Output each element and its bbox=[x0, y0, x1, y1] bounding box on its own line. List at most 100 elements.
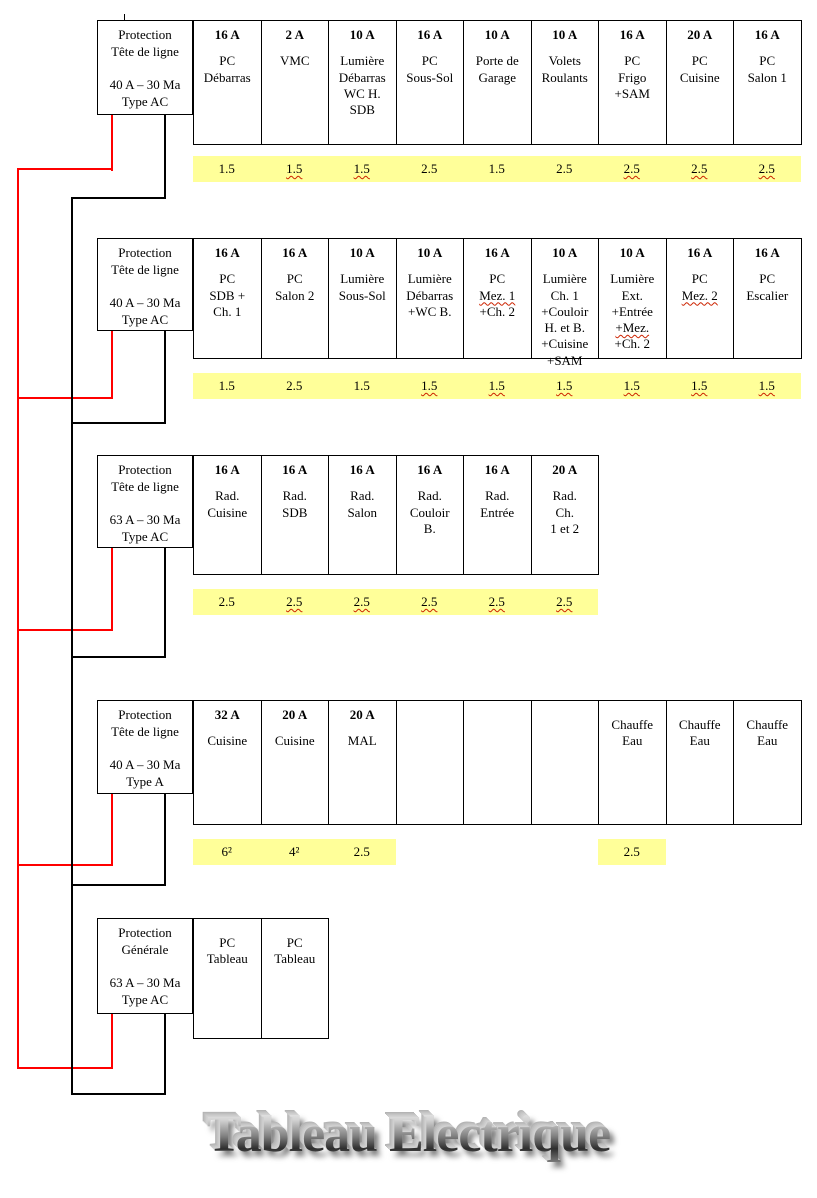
circuit-label-line: Débarras bbox=[203, 69, 251, 85]
circuit-cell bbox=[395, 700, 464, 825]
circuit-label-line: Mez. 1 bbox=[479, 287, 516, 303]
protection-line bbox=[98, 740, 192, 757]
wire-neutral-segment bbox=[164, 331, 166, 424]
circuit-amp: 16 A bbox=[417, 27, 443, 42]
wire-neutral-segment bbox=[71, 656, 166, 658]
title-text: Tableau Electrique bbox=[207, 1104, 611, 1166]
circuit-label-line: Eau bbox=[757, 733, 778, 749]
protection-line bbox=[98, 278, 192, 295]
circuit-label-line: Mez. 2 bbox=[681, 287, 718, 303]
circuit-label-line: +Ch. 2 bbox=[614, 336, 650, 352]
circuit-label-line: Débarras bbox=[338, 69, 386, 85]
circuit-label-line: Rad. bbox=[282, 488, 307, 504]
protection-line bbox=[98, 958, 192, 975]
circuit-amp: 16 A bbox=[417, 462, 443, 477]
gauge-value: 2.5 bbox=[556, 161, 573, 176]
gauge-value: 1.5 bbox=[488, 378, 505, 393]
wire-live-segment bbox=[17, 864, 113, 866]
circuit-label-line: PC bbox=[286, 935, 303, 950]
protection-line bbox=[98, 495, 192, 512]
protection-line: Type AC bbox=[121, 93, 169, 109]
protection-line: Protection bbox=[118, 27, 172, 42]
circuit-label-line: 1 et 2 bbox=[550, 520, 580, 536]
circuit-label-line: Salon 2 bbox=[275, 287, 315, 303]
circuit-label-line: Escalier bbox=[746, 287, 789, 303]
circuit-amp: 16 A bbox=[484, 462, 510, 477]
circuit-amp: 16 A bbox=[214, 462, 240, 477]
circuit-cell bbox=[530, 700, 599, 825]
circuit-amp: 20 A bbox=[552, 462, 578, 477]
diagram-title: Tableau Electrique Tableau Electrique bbox=[0, 1104, 817, 1166]
gauge-value: 1.5 bbox=[218, 161, 235, 176]
gauge-strip: 2.5 bbox=[598, 839, 666, 865]
circuit-label: VMC bbox=[262, 53, 329, 69]
circuit-amp: 10 A bbox=[349, 245, 375, 260]
circuit-label-line: +SAM bbox=[546, 352, 583, 368]
circuit-label-line: PC bbox=[691, 53, 708, 69]
wire-live-segment bbox=[17, 397, 113, 399]
wire-neutral-segment bbox=[164, 548, 166, 658]
circuit-label-line: WC H. bbox=[343, 85, 381, 101]
circuit-label-line: Sous-Sol bbox=[338, 287, 386, 303]
circuit-label: Rad.Entrée bbox=[464, 488, 531, 521]
wire-neutral-bus bbox=[71, 197, 73, 1095]
circuit-label-line: Tableau bbox=[274, 951, 316, 967]
circuit-label-line: Ch. 1 bbox=[550, 287, 579, 303]
circuit-label-line: Lumière bbox=[340, 271, 385, 287]
gauge-value: 1.5 bbox=[623, 378, 640, 393]
circuit-label-line: Sous-Sol bbox=[406, 69, 454, 85]
circuit-amp: 10 A bbox=[619, 245, 645, 260]
protection-line: 40 A – 30 Ma bbox=[109, 756, 181, 772]
circuit-label-line: SDB + bbox=[209, 287, 246, 303]
gauge-value: 2.5 bbox=[353, 844, 370, 859]
gauge-value: 2.5 bbox=[218, 594, 235, 609]
circuit-label-line: Ext. bbox=[621, 287, 643, 303]
circuit-label-line: Ch. bbox=[555, 504, 574, 520]
circuit-label: Cuisine bbox=[262, 733, 329, 749]
circuit-label-line: Eau bbox=[622, 733, 643, 749]
circuit-amp: 16 A bbox=[349, 462, 375, 477]
circuit-label-line: Rad. bbox=[417, 488, 442, 504]
circuit-label-line: +Ch. 2 bbox=[479, 303, 515, 319]
gauge-value: 1.5 bbox=[286, 161, 303, 176]
protection-line: 40 A – 30 Ma bbox=[109, 76, 181, 92]
protection-line: Type AC bbox=[121, 991, 169, 1007]
circuit-label-line: Ch. 1 bbox=[213, 303, 242, 319]
circuit-label-line: PC bbox=[219, 935, 236, 950]
wire-live-bus bbox=[17, 168, 19, 1069]
wire-live-segment bbox=[111, 794, 113, 866]
wire-neutral-segment bbox=[164, 794, 166, 886]
protection-line: Tête de ligne bbox=[111, 43, 179, 59]
circuit-label-line: Lumière bbox=[407, 271, 452, 287]
